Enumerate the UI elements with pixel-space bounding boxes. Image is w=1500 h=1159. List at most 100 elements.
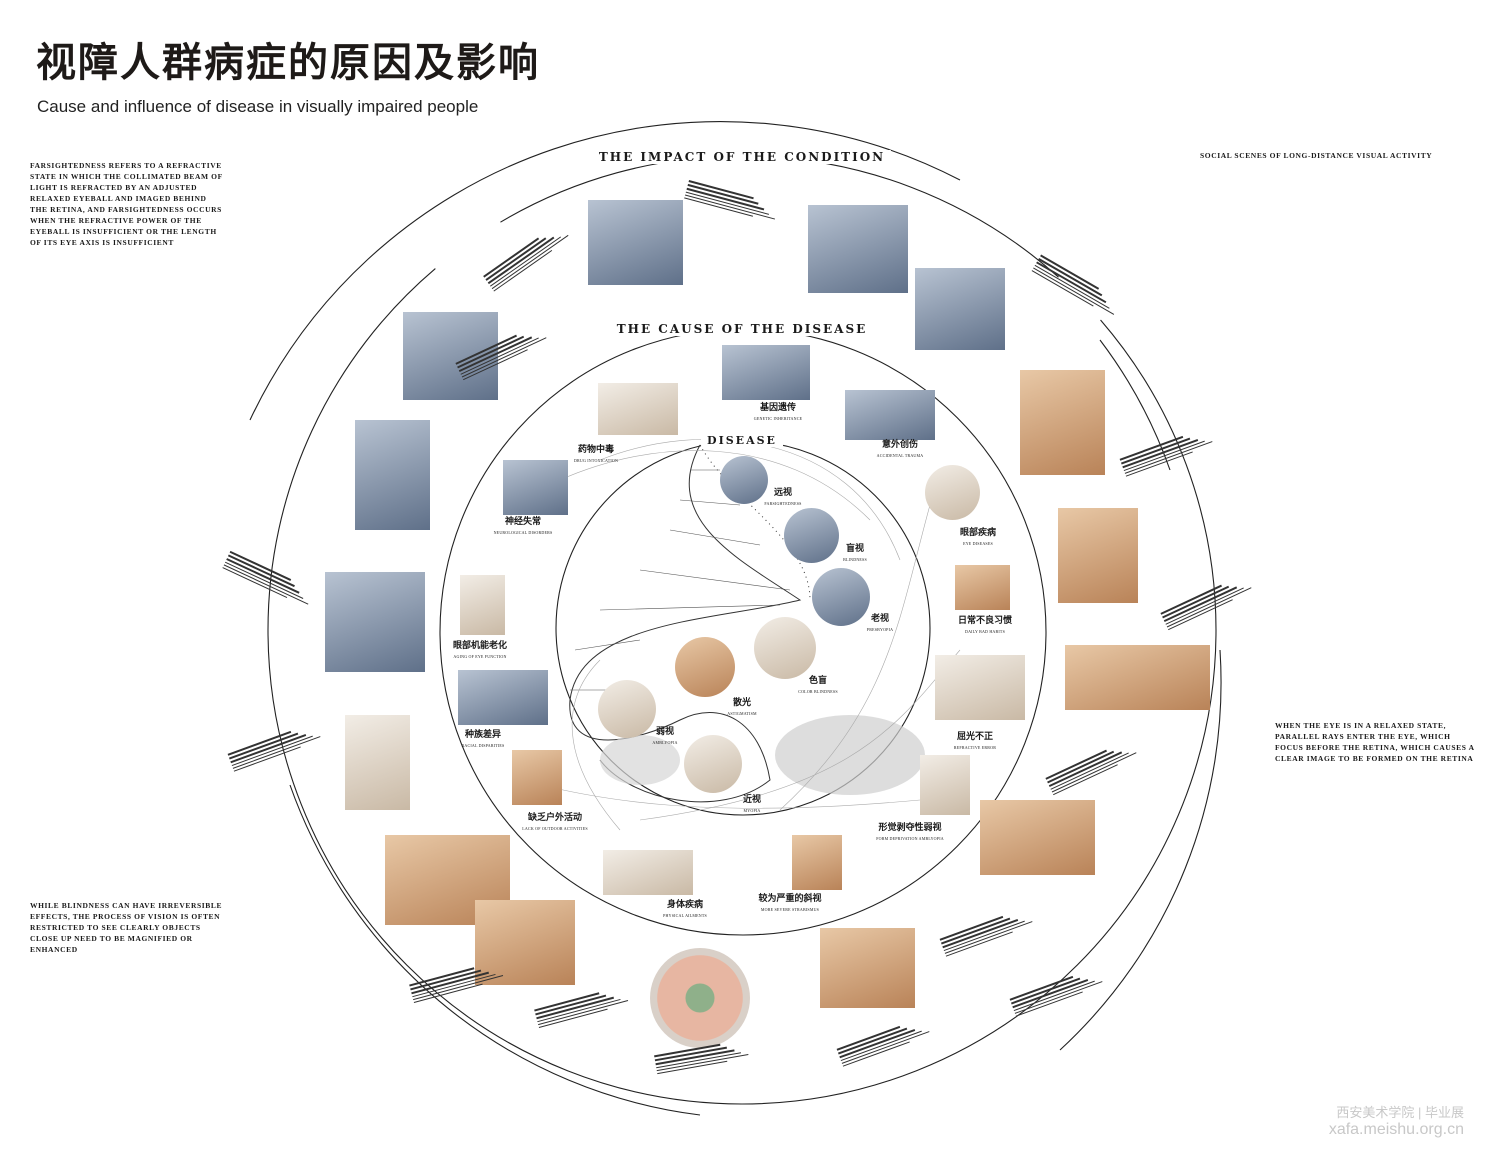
photo xyxy=(458,670,548,725)
disease-label-en: MYOPIA xyxy=(743,808,761,813)
disease-label-zh: 近视 xyxy=(742,795,762,805)
photo xyxy=(935,655,1025,720)
disease-label: 近视 MYOPIA xyxy=(743,795,761,813)
photo xyxy=(784,508,839,563)
disease-label-zh: 盲视 xyxy=(845,544,864,554)
photo xyxy=(1020,370,1105,475)
photo xyxy=(1058,508,1138,603)
photo xyxy=(915,268,1005,350)
cause-label-en: EYE DISEASES xyxy=(963,541,993,546)
photo xyxy=(650,948,750,1048)
disease-label-zh: 色盲 xyxy=(808,676,827,686)
watermark: 西安美术学院 | 毕业展 xafa.meishu.org.cn xyxy=(1329,1102,1464,1139)
watermark-url: xafa.meishu.org.cn xyxy=(1328,1121,1464,1138)
photo xyxy=(720,456,768,504)
watermark-school: 西安美术学院 | 毕业展 xyxy=(1336,1105,1464,1120)
outer-text-top-left: FARSIGHTEDNESS REFERS TO A REFRACTIVE ST… xyxy=(30,161,223,247)
cause-ring xyxy=(439,328,1047,936)
cause-label: 形觉剥夺性弱视 FORM DEPRIVATION AMBLYOPIA xyxy=(876,823,944,841)
cause-label-en: DAILY BAD HABITS xyxy=(965,629,1005,634)
photo xyxy=(355,420,430,530)
photo xyxy=(598,680,656,738)
disease-pattern xyxy=(775,715,925,795)
disease-label: 老视 PRESBYOPIA xyxy=(867,614,893,632)
outer-arc-right xyxy=(1059,649,1222,1051)
disease-label-en: COLOR BLINDNESS xyxy=(798,689,838,694)
photo xyxy=(925,465,980,520)
disease-label-en: BLINDNESS xyxy=(843,557,867,562)
cause-label-en: GENETIC INHERITANCE xyxy=(753,416,803,421)
page-title: 视障人群病症的原因及影响 xyxy=(36,40,540,86)
cause-label-zh: 药物中毒 xyxy=(577,445,615,455)
disease-label-zh: 散光 xyxy=(732,698,752,708)
cause-label-zh: 形觉剥夺性弱视 xyxy=(878,823,942,833)
cause-label-en: AGING OF EYE FUNCTION xyxy=(453,654,507,659)
photo xyxy=(345,715,410,810)
photo xyxy=(588,200,683,285)
photo xyxy=(792,835,842,890)
cause-label-zh: 日常不良习惯 xyxy=(957,616,1013,626)
photo xyxy=(812,568,870,626)
cause-label-en: REFRACTIVE ERROR xyxy=(953,745,997,750)
outer-text-right: WHEN THE EYE IS IN A RELAXED STATE, PARA… xyxy=(1275,721,1475,763)
photo xyxy=(845,390,935,440)
outer-text-top-right: SOCIAL SCENES OF LONG-DISTANCE VISUAL AC… xyxy=(1200,151,1433,160)
disease-label: 色盲 COLOR BLINDNESS xyxy=(798,676,838,694)
disease-wave xyxy=(569,444,811,803)
cause-label: 神经失常 NEUROLOGICAL DISORDERS xyxy=(494,517,553,535)
disease-label-zh: 老视 xyxy=(870,614,890,624)
cause-label-zh: 较为严重的斜视 xyxy=(758,894,822,904)
photo xyxy=(955,565,1010,610)
photo xyxy=(754,617,816,679)
disease-pattern xyxy=(600,735,680,785)
photo xyxy=(460,575,505,635)
disease-label-en: AMBLYOPIA xyxy=(652,740,678,745)
photo xyxy=(325,572,425,672)
page-subtitle: Cause and influence of disease in visual… xyxy=(37,97,479,116)
photo xyxy=(675,637,735,697)
cause-label-zh: 意外创伤 xyxy=(881,440,918,450)
disease-label-en: PRESBYOPIA xyxy=(866,627,894,632)
cause-label-en: DRUG INTOXICATION xyxy=(573,458,619,463)
disease-label-zh: 弱视 xyxy=(655,727,674,737)
cause-label: 日常不良习惯 DAILY BAD HABITS xyxy=(958,616,1012,634)
outer-arc-top-left xyxy=(249,121,961,421)
photo xyxy=(603,850,693,895)
impact-ring-title: THE IMPACT OF THE CONDITION xyxy=(592,150,892,164)
cause-label-zh: 屈光不正 xyxy=(956,732,993,742)
photo xyxy=(1065,645,1210,710)
photo xyxy=(598,383,678,435)
cause-label: 身体疾病 PHYSICAL AILMENTS xyxy=(663,900,707,918)
photo xyxy=(475,900,575,985)
photo xyxy=(808,205,908,293)
photo xyxy=(684,735,742,793)
photo xyxy=(820,928,915,1008)
disease-label-zh: 远视 xyxy=(773,488,792,498)
cause-label: 药物中毒 DRUG INTOXICATION xyxy=(574,445,618,463)
cause-label-en: NEUROLOGICAL DISORDERS xyxy=(493,530,553,535)
disease-label: 弱视 AMBLYOPIA xyxy=(652,727,677,745)
cause-label-en: MORE SEVERE STRABISMUS xyxy=(760,907,820,912)
cause-label-en: FORM DEPRIVATION AMBLYOPIA xyxy=(876,836,944,841)
cause-label: 较为严重的斜视 MORE SEVERE STRABISMUS xyxy=(758,894,821,912)
cause-label-zh: 身体疾病 xyxy=(666,900,703,910)
disease-ring-title: DISEASE xyxy=(701,434,783,447)
photo xyxy=(980,800,1095,875)
cause-label-zh: 神经失常 xyxy=(504,517,541,527)
disease-label: 盲视 BLINDNESS xyxy=(843,544,867,562)
cause-label-zh: 缺乏户外活动 xyxy=(527,813,583,823)
outer-text-bottom-left: WHILE BLINDNESS CAN HAVE IRREVERSIBLE EF… xyxy=(30,901,223,954)
cause-label-zh: 种族差异 xyxy=(464,730,502,740)
photo xyxy=(920,755,970,815)
photo xyxy=(512,750,562,805)
cause-label: 屈光不正 REFRACTIVE ERROR xyxy=(954,732,996,750)
cause-label-en: PHYSICAL AILMENTS xyxy=(663,913,707,918)
